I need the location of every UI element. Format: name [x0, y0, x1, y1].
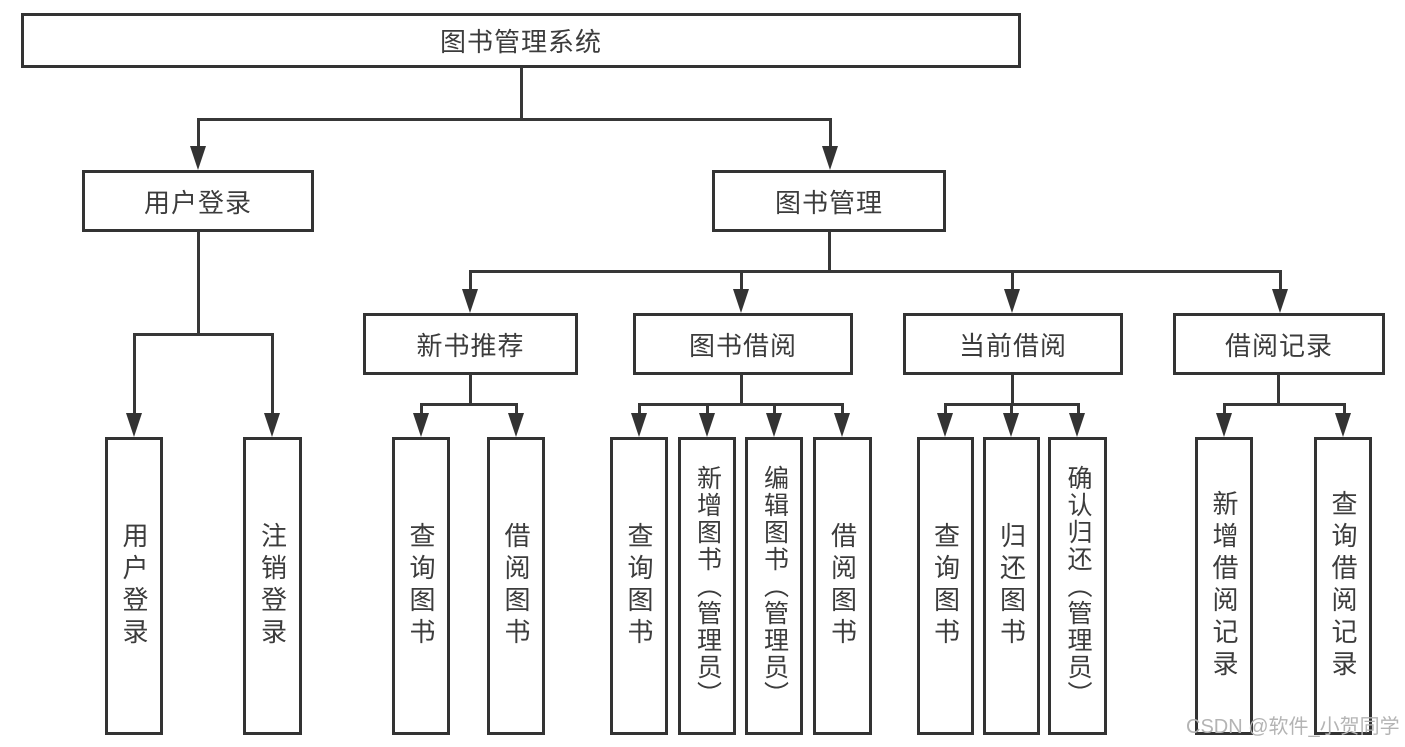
connector-level2-split [469, 270, 1282, 273]
connector-book-borrow-split [638, 403, 844, 406]
connector-stub-bb-2 [706, 403, 709, 415]
connector-stub-borrow-records [1279, 270, 1282, 292]
arrowhead-to-book-mgmt [822, 146, 838, 170]
arrowhead-nr-borrow [508, 413, 524, 437]
arrowhead-to-new-rec [462, 289, 478, 313]
arrowhead-to-leaf-login [126, 413, 142, 437]
arrowhead-br-query [1335, 413, 1351, 437]
connector-records-drop [1277, 374, 1280, 406]
arrowhead-br-add [1216, 413, 1232, 437]
node-current-borrowing: 当前借阅 [903, 313, 1123, 375]
arrowhead-bb-borrow [834, 413, 850, 437]
connector-stub-br-2 [1343, 403, 1346, 415]
leaf-logout: 注销登录 [243, 437, 302, 735]
leaf-user-login: 用户登录 [105, 437, 163, 735]
arrowhead-nr-query [413, 413, 429, 437]
arrowhead-bb-query [631, 413, 647, 437]
node-book-management: 图书管理 [712, 170, 946, 232]
node-user-login: 用户登录 [82, 170, 314, 232]
arrowhead-to-user-login [190, 146, 206, 170]
connector-stub-leaf-logout [271, 333, 274, 415]
node-new-book-recommend: 新书推荐 [363, 313, 578, 375]
connector-book-borrow-drop [740, 374, 743, 406]
arrowhead-to-book-borrow [733, 289, 749, 313]
connector-root-drop [520, 67, 523, 120]
connector-user-login-stub [197, 118, 200, 150]
csdn-watermark: CSDN @软件_小贺同学 [1186, 716, 1400, 738]
leaf-borrow-books-borrowing: 借阅图书 [813, 437, 872, 735]
leaf-query-books-current: 查询图书 [917, 437, 974, 735]
connector-stub-bb-4 [841, 403, 844, 415]
node-borrowing-records: 借阅记录 [1173, 313, 1385, 375]
connector-book-mgmt-stub [829, 118, 832, 150]
connector-stub-leaf-login [133, 333, 136, 415]
connector-stub-cb-3 [1077, 403, 1080, 415]
leaf-query-books-borrowing: 查询图书 [610, 437, 668, 735]
connector-current-drop [1011, 374, 1014, 406]
arrowhead-bb-edit [766, 413, 782, 437]
connector-new-rec-drop [469, 374, 472, 406]
arrowhead-to-leaf-logout [264, 413, 280, 437]
connector-stub-new-rec [469, 270, 472, 292]
connector-book-mgmt-drop [828, 231, 831, 272]
connector-level1-split [197, 118, 832, 121]
arrowhead-bb-add [699, 413, 715, 437]
leaf-query-borrow-record: 查询借阅记录 [1314, 437, 1372, 735]
connector-stub-bb-3 [773, 403, 776, 415]
leaf-borrow-books-recommend: 借阅图书 [487, 437, 545, 735]
arrowhead-to-current-borrow [1004, 289, 1020, 313]
connector-stub-book-borrow [740, 270, 743, 292]
connector-user-login-split [133, 333, 274, 336]
arrowhead-to-borrow-records [1272, 289, 1288, 313]
arrowhead-cb-query [937, 413, 953, 437]
connector-new-rec-split [420, 403, 518, 406]
leaf-query-books-recommend: 查询图书 [392, 437, 450, 735]
connector-stub-br-1 [1223, 403, 1226, 415]
connector-stub-cb-2 [1010, 403, 1013, 415]
leaf-return-books: 归还图书 [983, 437, 1040, 735]
connector-stub-bb-1 [638, 403, 641, 415]
node-library-management-system: 图书管理系统 [21, 13, 1021, 68]
connector-user-login-drop [197, 231, 200, 335]
arrowhead-cb-return [1003, 413, 1019, 437]
arrowhead-cb-confirm [1069, 413, 1085, 437]
connector-records-split [1223, 403, 1346, 406]
node-book-borrowing: 图书借阅 [633, 313, 853, 375]
leaf-edit-book-admin: 编辑图书（管理员） [745, 437, 803, 735]
connector-stub-nr-1 [420, 403, 423, 415]
connector-stub-cb-1 [944, 403, 947, 415]
connector-stub-nr-2 [515, 403, 518, 415]
leaf-confirm-return-admin: 确认归还（管理员） [1048, 437, 1107, 735]
leaf-add-book-admin: 新增图书（管理员） [678, 437, 736, 735]
leaf-add-borrow-record: 新增借阅记录 [1195, 437, 1253, 735]
connector-stub-current-borrow [1011, 270, 1014, 292]
